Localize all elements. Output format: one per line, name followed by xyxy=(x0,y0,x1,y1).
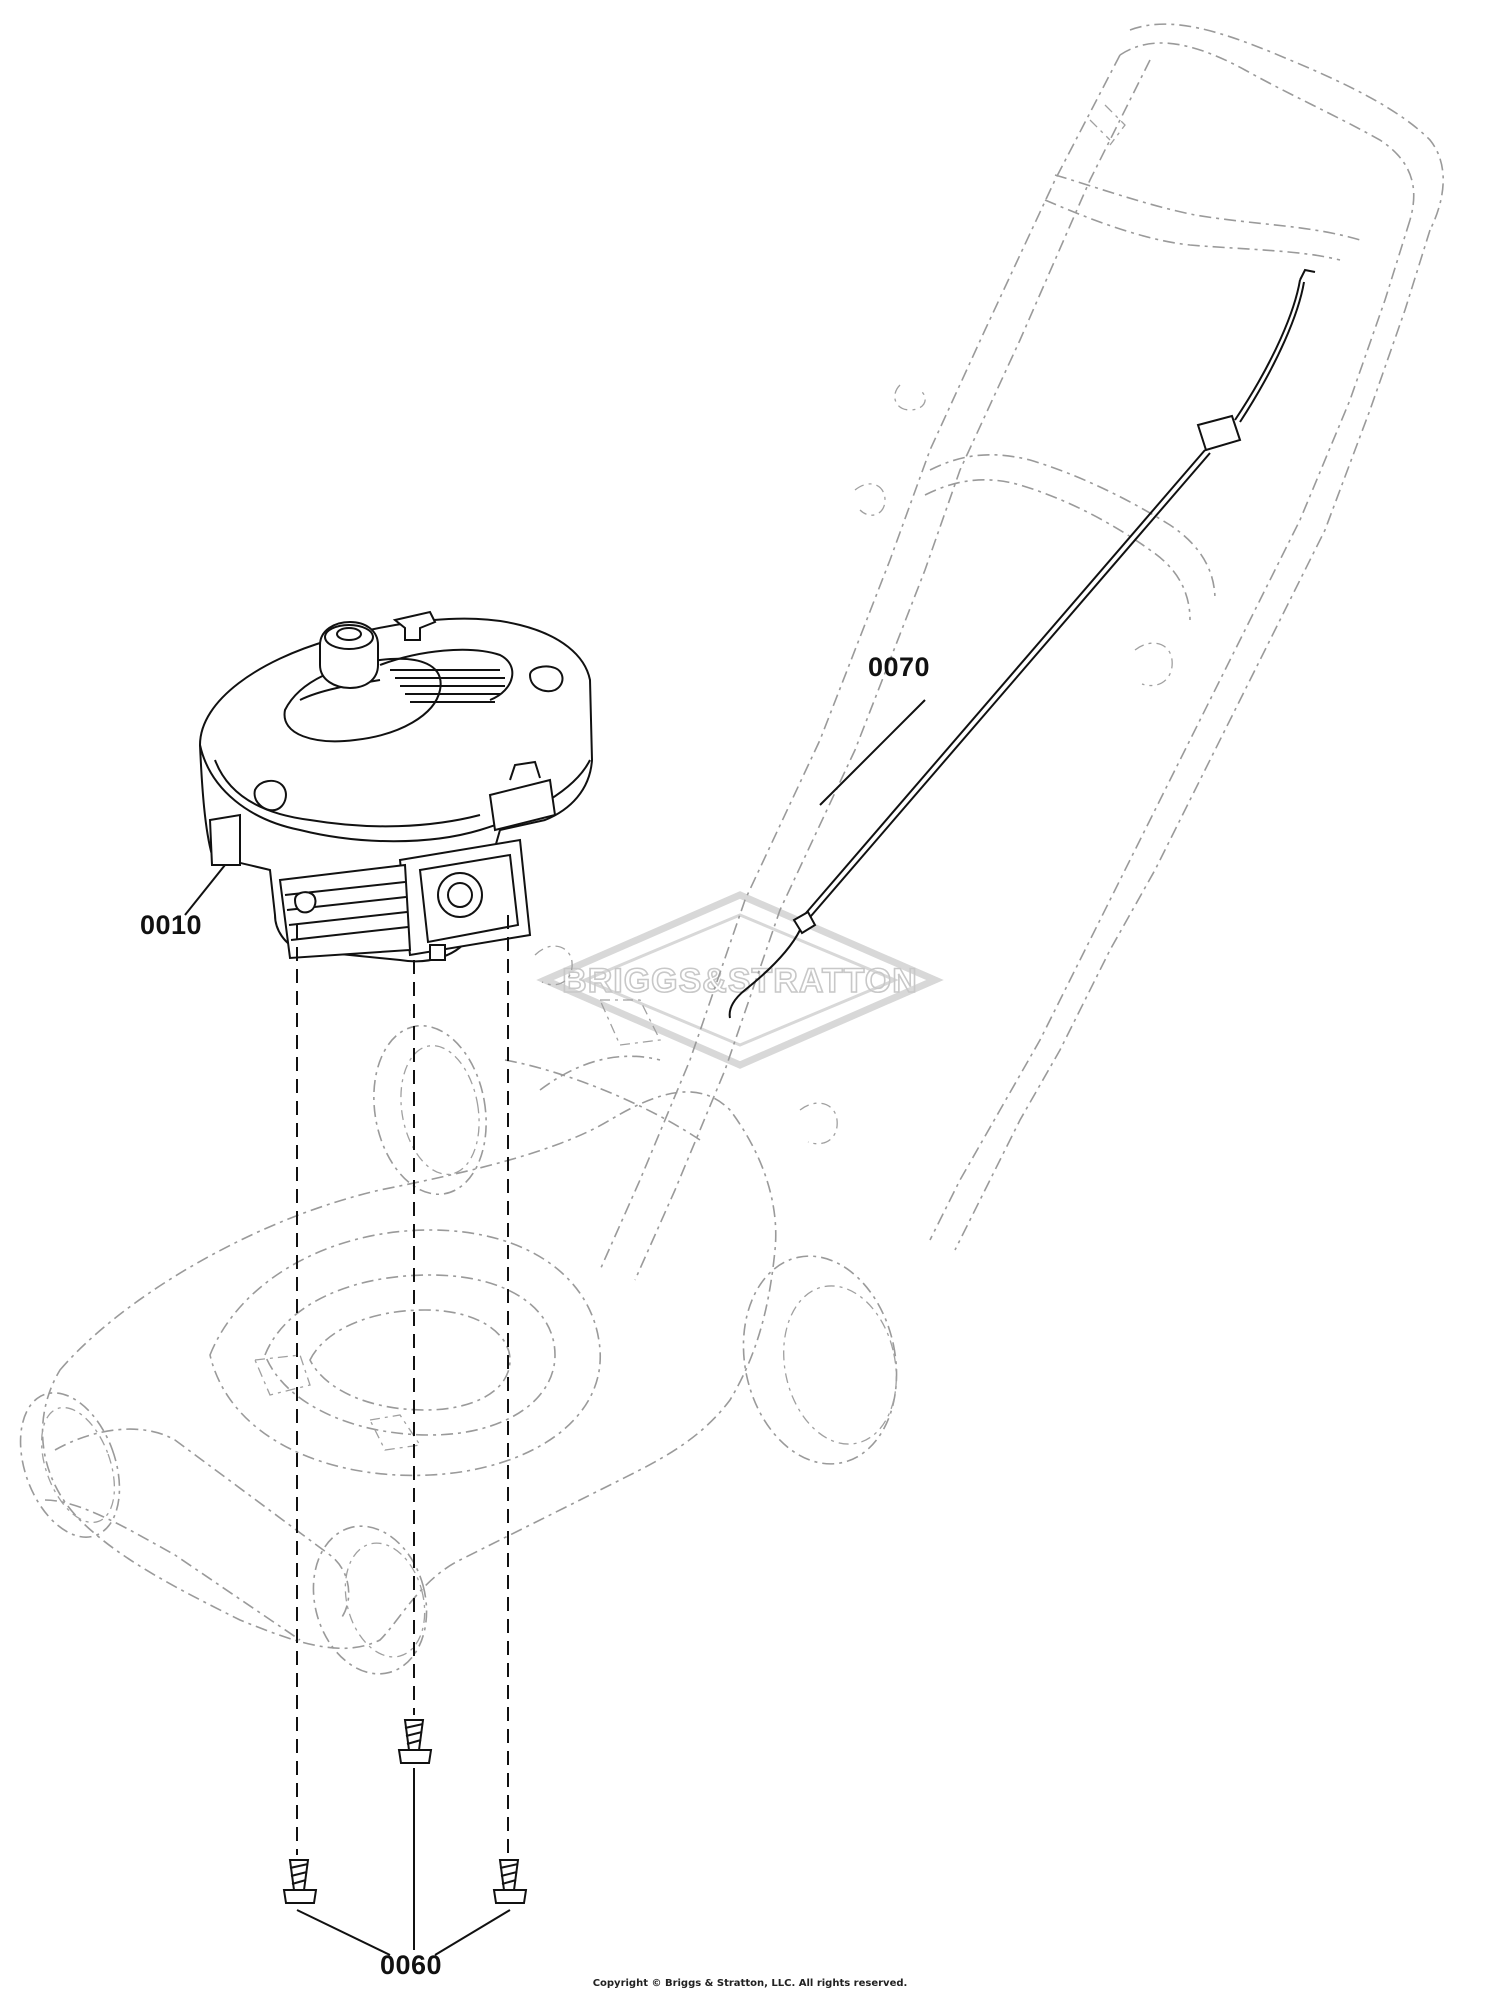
mounting-screw-center xyxy=(397,1719,433,1764)
control-cable xyxy=(728,268,1316,1019)
engine xyxy=(198,610,594,963)
front-left-wheel xyxy=(19,1392,121,1538)
mower-deck xyxy=(41,1055,777,1650)
copyright-notice: Copyright © Briggs & Stratton, LLC. All … xyxy=(592,1978,908,1989)
watermark-logo: BRIGGS&STRATTON xyxy=(536,891,944,1069)
leader-lines xyxy=(184,699,926,1956)
mounting-screw-right xyxy=(492,1859,528,1904)
callout-engine: 0010 xyxy=(140,910,203,940)
handle-assembly xyxy=(534,23,1444,1281)
rear-left-wheel xyxy=(373,1024,487,1196)
rear-right-wheel xyxy=(742,1255,898,1465)
front-right-wheel xyxy=(312,1525,428,1675)
callout-control-cable: 0070 xyxy=(868,652,931,682)
installation-guides xyxy=(296,915,509,1855)
callout-mounting-screw: 0060 xyxy=(380,1950,443,1980)
mounting-screw-left xyxy=(282,1859,318,1904)
